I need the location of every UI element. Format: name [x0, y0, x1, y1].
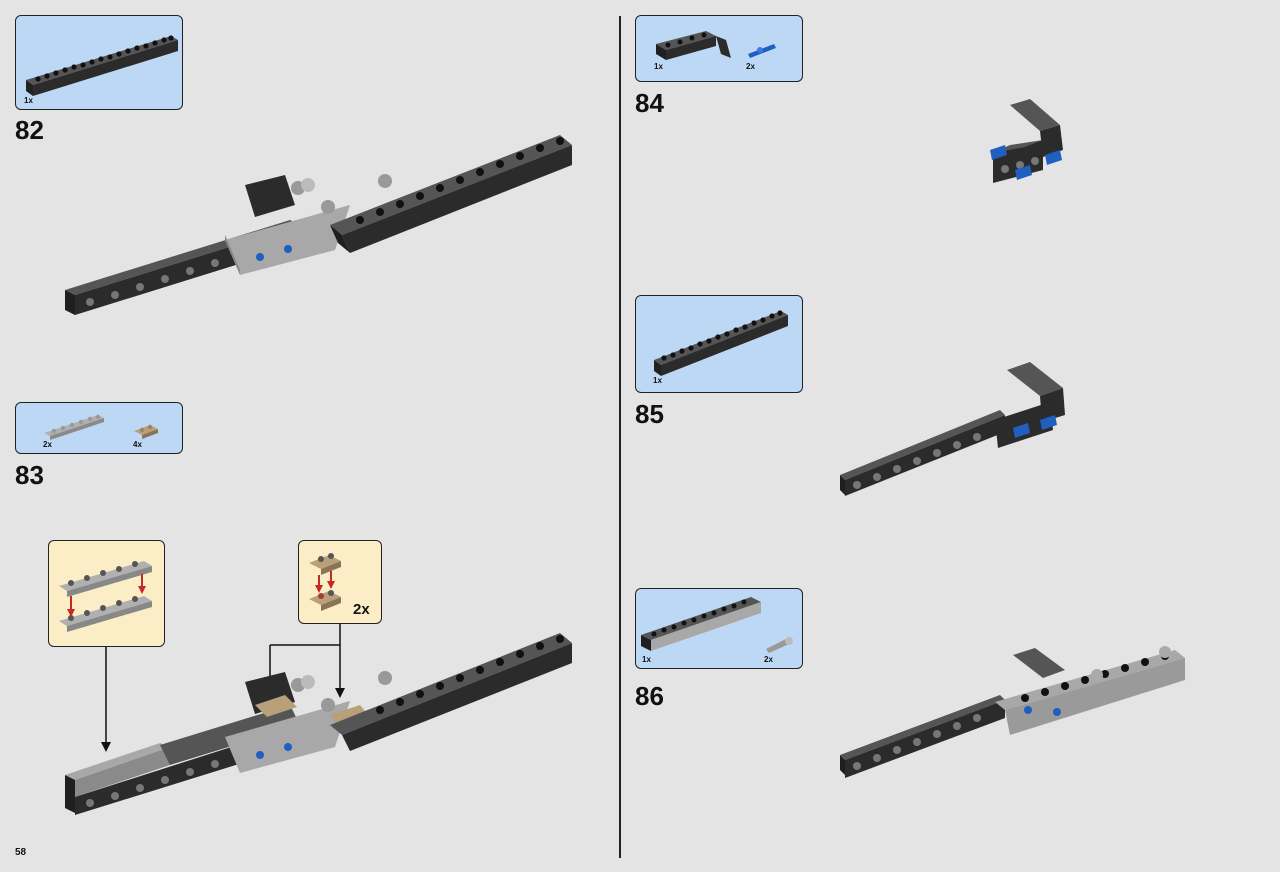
- black-technic-brick-1x16-icon: [26, 35, 178, 96]
- part-qty: 2x: [43, 440, 52, 449]
- tan-plates-stack-icon: [309, 553, 341, 611]
- part-qty: 2x: [764, 655, 773, 664]
- step-85-assembly-illustration: [840, 362, 1065, 496]
- step-number: 85: [635, 399, 664, 429]
- step-number: 83: [15, 460, 44, 490]
- step-84-assembly-illustration: [990, 99, 1063, 183]
- grey-plates-stack-icon: [59, 561, 152, 632]
- parts-panel-step-83: 2x 4x: [15, 402, 183, 454]
- step-83-assembly-illustration: [65, 633, 572, 815]
- parts-panel-step-82: 1x: [15, 15, 183, 110]
- part-qty: 1x: [24, 96, 33, 105]
- callout-tan-plates: 2x: [298, 540, 382, 624]
- parts-panel-step-84: 1x 2x: [635, 15, 803, 82]
- part-qty: 1x: [653, 376, 662, 385]
- grey-axle-pin-icon: [766, 637, 793, 653]
- part-qty: 2x: [746, 62, 755, 71]
- parts-panel-step-85: 1x: [635, 295, 803, 393]
- part-qty: 1x: [642, 655, 651, 664]
- step-82-assembly-illustration: [65, 135, 572, 315]
- tan-plate-1x2-icon: [134, 424, 158, 439]
- callout-grey-plates: [48, 540, 165, 647]
- blue-pin-icon: [748, 44, 776, 58]
- page-number: 58: [15, 847, 27, 858]
- part-qty: 1x: [654, 62, 663, 71]
- step-86-assembly-illustration: [840, 646, 1185, 778]
- black-angled-brick-icon: [656, 31, 731, 60]
- part-qty: 4x: [133, 440, 142, 449]
- step-number: 84: [635, 88, 664, 118]
- callout-qty: 2x: [353, 601, 370, 618]
- step-number: 86: [635, 681, 664, 711]
- page-divider: [619, 16, 621, 858]
- parts-panel-step-86: 1x 2x: [635, 588, 803, 669]
- black-technic-brick-1x16-icon: [654, 310, 788, 376]
- callout-arrows: [101, 624, 345, 752]
- grey-plate-1x6-icon: [44, 414, 104, 440]
- grey-technic-brick-1x12-icon: [641, 597, 761, 651]
- step-number: 82: [15, 115, 44, 145]
